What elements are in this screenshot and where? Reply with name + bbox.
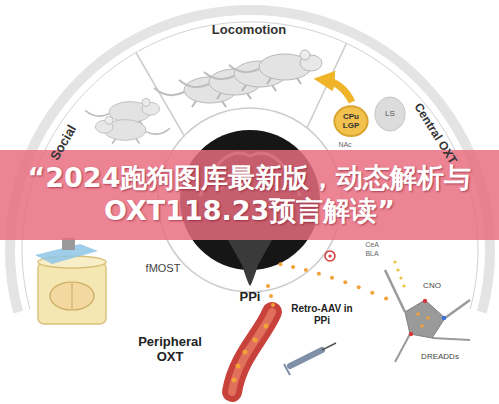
- title-band: “2024跑狗图库最新版，动态解析与OXT118.23预言解读”: [0, 150, 499, 240]
- oxt-dots: [279, 262, 389, 300]
- method-label: Retro-AAV in PPi: [287, 303, 357, 326]
- method-label: fMOST: [146, 262, 181, 275]
- section-label: Peripheral OXT: [130, 335, 210, 365]
- method-label: DREADDs: [421, 352, 459, 361]
- section-label: Locomotion: [212, 23, 286, 38]
- region-name: CPu LGP: [341, 112, 361, 130]
- region-label: NAc: [338, 141, 351, 149]
- structure-label: PPi: [240, 290, 261, 305]
- region-blob-shape: [334, 106, 367, 136]
- region-label: CeA: [365, 241, 379, 249]
- drug-label: CNO: [423, 281, 441, 290]
- region-label: LS: [385, 109, 395, 118]
- blood-vessel: [232, 284, 276, 392]
- brain-jar: [35, 238, 106, 324]
- region-label: BLA: [365, 250, 378, 258]
- yellow-arrow: [324, 80, 352, 102]
- social-mice: [85, 98, 170, 143]
- neuron: [385, 270, 470, 362]
- locomotion-mice: [154, 50, 322, 107]
- brain-region: CPu LGP: [334, 106, 368, 136]
- syringe: [284, 343, 336, 375]
- virus-icon: [325, 251, 335, 261]
- projection-dots: [393, 260, 405, 287]
- ls-region: [375, 97, 405, 131]
- pituitary: [228, 240, 272, 286]
- banner-title: “2024跑狗图库最新版，动态解析与OXT118.23预言解读”: [10, 162, 490, 228]
